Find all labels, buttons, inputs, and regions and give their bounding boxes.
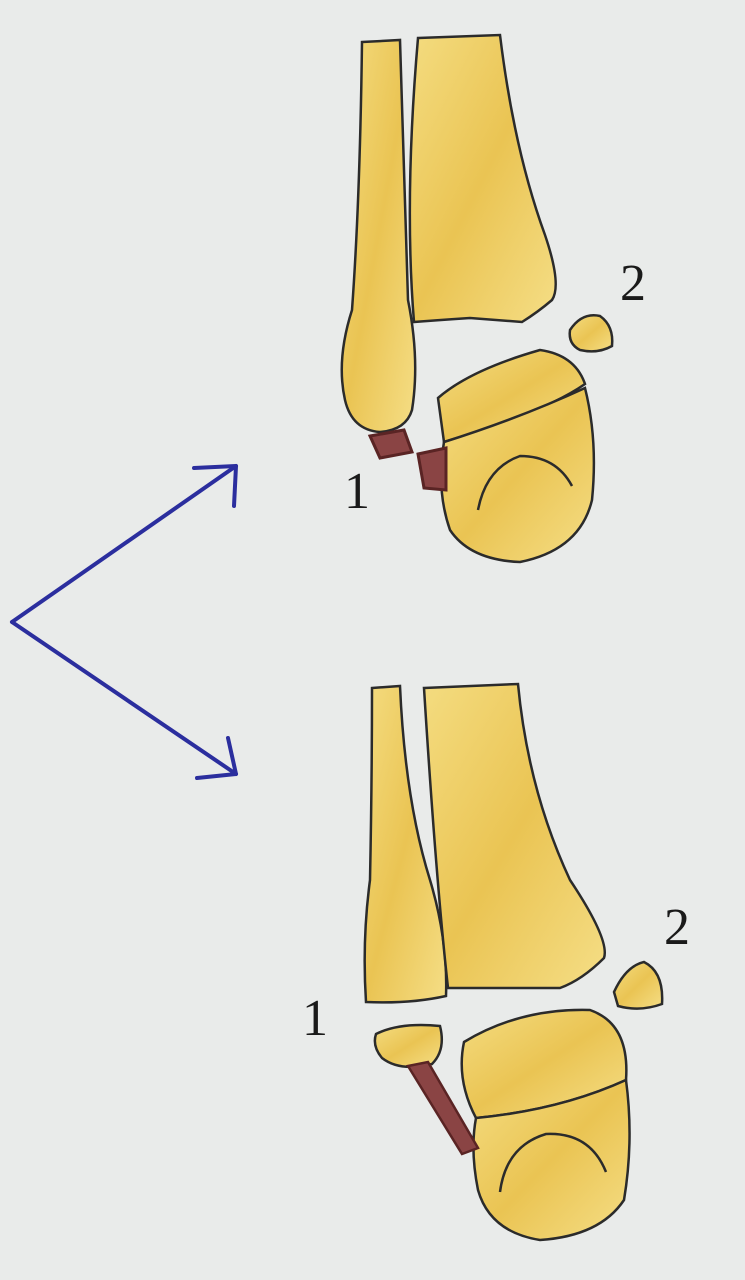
label-bottom-1: 1: [302, 993, 328, 1045]
bottom-medial-fragment: [614, 962, 662, 1009]
top-ligament-fibula-end: [370, 430, 412, 458]
top-tibia: [410, 35, 556, 322]
label-top-1: 1: [344, 466, 370, 518]
top-ankle: [342, 35, 612, 562]
bottom-fibula-fragment: [375, 1025, 442, 1067]
bottom-ankle: [365, 684, 663, 1240]
label-bottom-2: 2: [664, 902, 690, 954]
branch-arrows: [12, 466, 236, 778]
top-ligaments: [370, 430, 446, 490]
arrow-down-line: [12, 622, 236, 774]
arrow-up-line: [12, 466, 236, 622]
top-fibula: [342, 40, 415, 432]
top-ligament-talus-end: [418, 448, 446, 490]
bottom-tibia: [424, 684, 605, 988]
label-top-2: 2: [620, 258, 646, 310]
top-medial-fragment: [570, 315, 613, 351]
